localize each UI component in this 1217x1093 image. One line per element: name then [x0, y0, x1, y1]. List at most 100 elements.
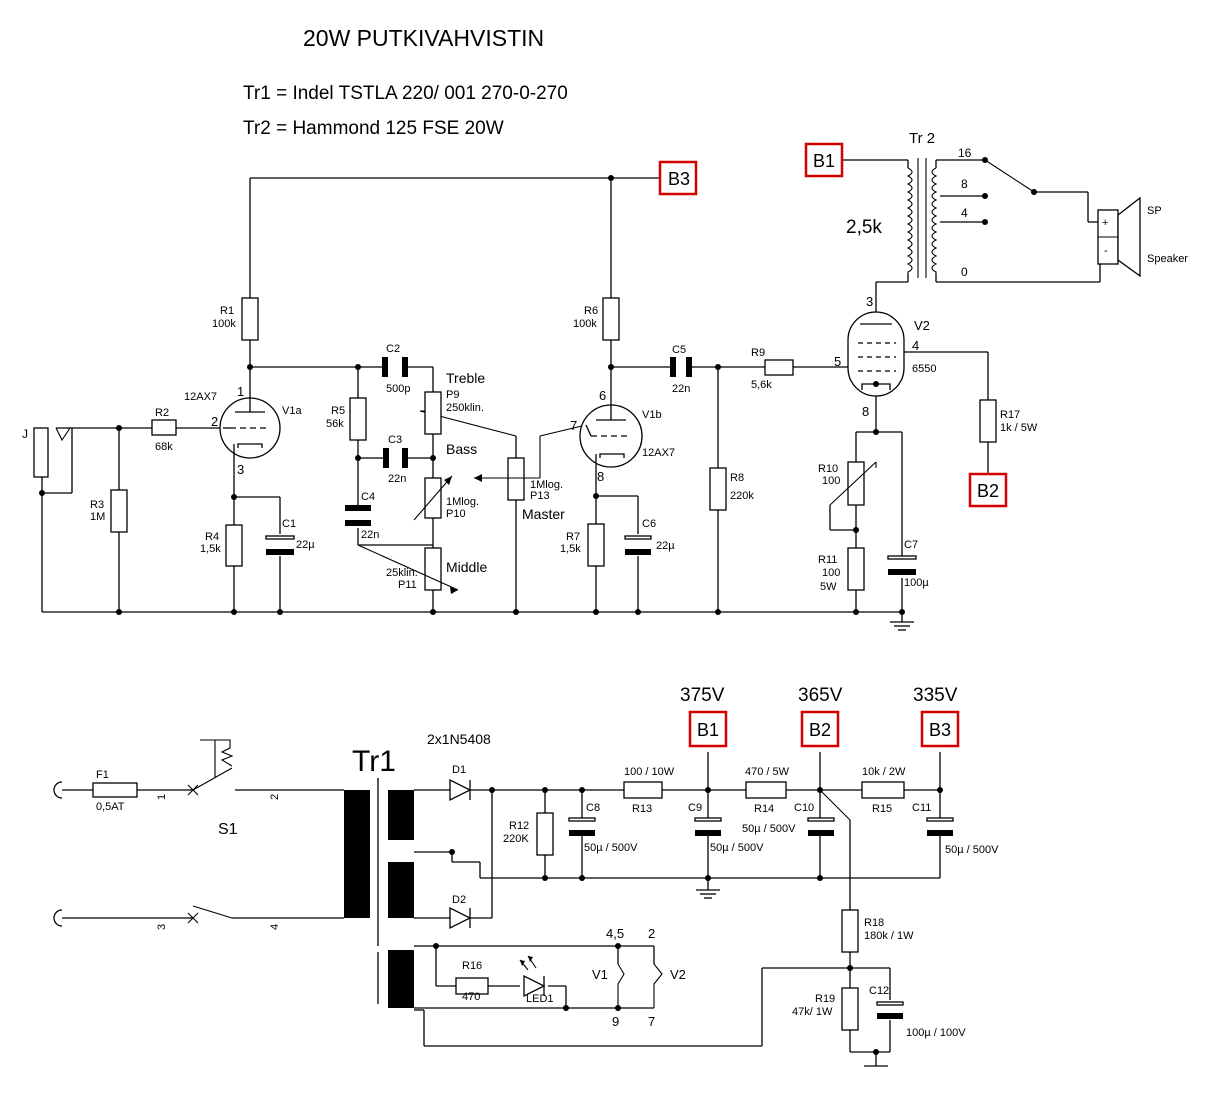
resistor-r7	[587, 523, 605, 567]
v2-pin8: 8	[862, 404, 869, 419]
psu-ground-icon	[696, 889, 720, 899]
r4-ref: R4	[205, 531, 219, 543]
capacitor-c4	[345, 505, 371, 526]
r9-value: 5,6k	[751, 379, 772, 391]
v2-ref: V2	[914, 318, 930, 333]
c11-value: 50µ / 500V	[945, 844, 999, 856]
psu-junctions	[433, 787, 943, 1055]
r10-ref: R10	[818, 463, 838, 475]
r11-value: 100	[822, 567, 840, 579]
pot-p9-treble	[420, 391, 442, 435]
pot-p10-bass	[413, 475, 453, 521]
v1b-pin7: 7	[570, 418, 577, 433]
b3-voltage: 335V	[913, 685, 958, 706]
capacitor-c3	[383, 448, 408, 468]
c1-value: 22µ	[296, 539, 315, 551]
rail-b2-psu: B2	[800, 710, 840, 748]
c9-ref: C9	[688, 802, 702, 814]
b3-top-label: B3	[668, 169, 690, 189]
r11-power: 5W	[820, 581, 837, 593]
capacitor-c2	[382, 357, 408, 377]
heater-v2-label: V2	[670, 967, 686, 982]
output-transformer-tr2	[906, 158, 938, 282]
tap-8: 8	[961, 177, 968, 191]
diode-d1	[449, 778, 472, 802]
input-jack: J	[22, 427, 71, 478]
r11-ref: R11	[818, 554, 837, 566]
power-transformer-tr1	[344, 778, 414, 1008]
p11-value: 25klin.	[386, 567, 418, 579]
capacitor-c1	[265, 535, 295, 555]
resistor-r16	[455, 977, 489, 995]
c11-ref: C11	[912, 802, 931, 814]
heater-v1-pin-top: 4,5	[606, 926, 624, 941]
schematic-title: 20W PUTKIVAHVISTIN	[303, 25, 544, 51]
v1a-pin1: 1	[237, 384, 244, 399]
c3-value: 22n	[388, 473, 406, 485]
resistor-r9	[764, 359, 794, 376]
c6-value: 22µ	[656, 540, 675, 552]
tube-v1b	[579, 398, 643, 470]
c12-ref: C12	[869, 985, 889, 997]
resistor-r18	[841, 909, 859, 953]
resistor-r8	[709, 467, 727, 511]
p11-ref: P11	[398, 579, 417, 591]
fuse-f1	[92, 782, 138, 798]
v2-pin5: 5	[834, 354, 841, 369]
heater-v2-pin-bottom: 7	[648, 1014, 655, 1029]
note-tr1: Tr1 = Indel TSTLA 220/ 001 270-0-270	[243, 83, 568, 104]
diodes-label: 2x1N5408	[427, 731, 491, 747]
r8-ref: R8	[730, 472, 744, 484]
c7-value: 100µ	[904, 577, 929, 589]
p13-ref: P13	[530, 490, 550, 502]
ground-icon	[890, 621, 914, 631]
capacitor-c11	[926, 817, 954, 836]
c10-value: 50µ / 500V	[742, 823, 796, 835]
p10-ref: P10	[446, 508, 466, 520]
resistor-r2	[151, 419, 177, 436]
tr1-label: Tr1	[352, 745, 396, 778]
d1-label: D1	[452, 764, 466, 776]
r18-value: 180k / 1W	[864, 930, 914, 942]
c8-value: 50µ / 500V	[584, 842, 638, 854]
mains-plug-1	[53, 781, 63, 799]
speaker-icon	[1097, 196, 1141, 278]
resistor-r1	[241, 297, 259, 341]
resistor-r17	[979, 399, 997, 443]
c6-ref: C6	[642, 518, 656, 530]
c1-ref: C1	[282, 518, 296, 530]
r14-value: 470 / 5W	[745, 766, 790, 778]
resistor-r13	[623, 781, 663, 799]
capacitor-c7	[887, 555, 917, 575]
r16-ref: R16	[462, 960, 482, 972]
rail-b1-top: B1	[804, 142, 844, 178]
middle-label: Middle	[446, 559, 487, 575]
v2-pin3: 3	[866, 294, 873, 309]
f1-value: 0,5AT	[96, 801, 125, 813]
capacitor-c12	[876, 1001, 904, 1019]
r6-ref: R6	[584, 305, 598, 317]
resistor-r3	[110, 489, 128, 533]
r16-value: 470	[462, 991, 480, 1003]
pot-p11-middle	[357, 544, 459, 594]
speaker-label: Speaker	[1147, 253, 1188, 265]
resistor-r4	[225, 524, 243, 567]
r1-ref: R1	[220, 305, 234, 317]
tap-8-contact	[982, 193, 988, 199]
led-label: LED1	[526, 993, 554, 1005]
r14-ref: R14	[754, 803, 774, 815]
r7-ref: R7	[566, 531, 580, 543]
c2-ref: C2	[386, 343, 400, 355]
r5-ref: R5	[331, 405, 345, 417]
r1-value: 100k	[212, 318, 236, 330]
c5-value: 22n	[672, 383, 690, 395]
v2-type: 6550	[912, 363, 936, 375]
pin-1: 1	[156, 794, 168, 800]
c3-ref: C3	[388, 434, 402, 446]
r15-value: 10k / 2W	[862, 766, 906, 778]
r19-ref: R19	[815, 993, 835, 1005]
pin-3: 3	[156, 924, 168, 930]
speaker-minus: -	[1104, 245, 1108, 257]
c4-ref: C4	[361, 491, 375, 503]
